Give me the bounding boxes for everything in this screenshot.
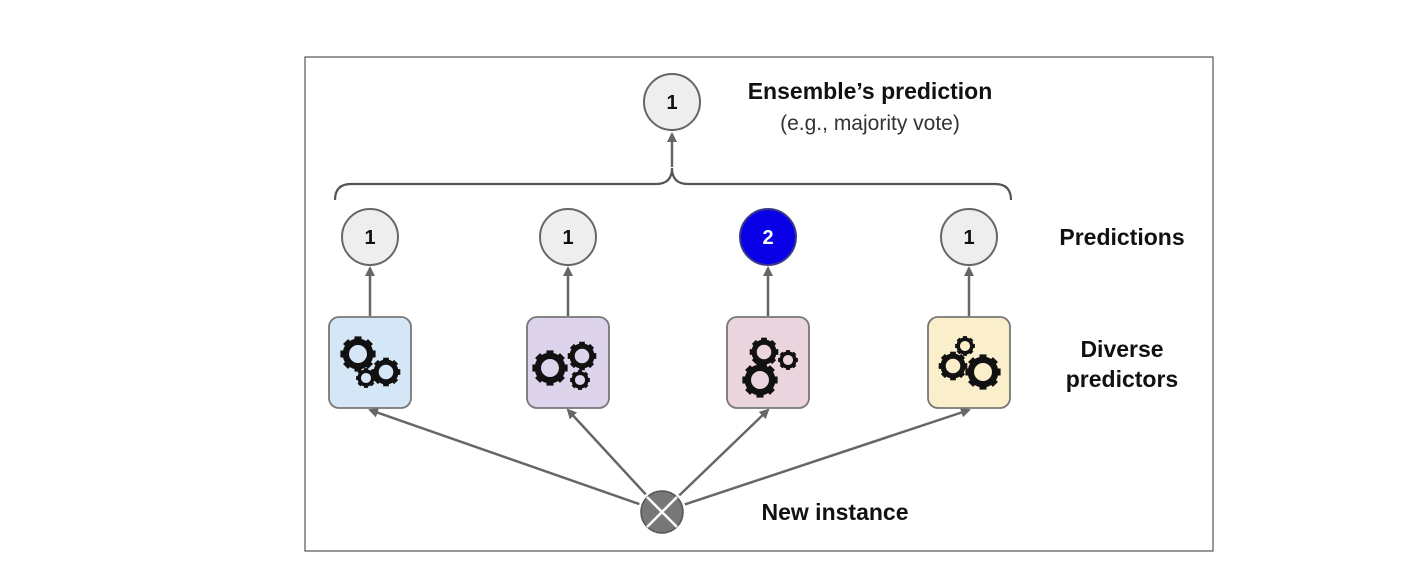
ensemble-prediction-value: 1 (666, 92, 677, 114)
ensemble-prediction-subtitle: (e.g., majority vote) (780, 112, 960, 135)
predictor-column-1: 1 (328, 208, 640, 506)
predictor-column-4: 1 (684, 208, 1011, 506)
new-instance-node (640, 490, 684, 534)
prediction-value-2: 1 (562, 227, 573, 249)
input-arrow-1 (368, 407, 640, 506)
crossed-circle-icon-stroke-b (646, 496, 678, 528)
new-instance-label: New instance (762, 499, 909, 525)
prediction-circle-3 (739, 208, 797, 266)
ensemble-prediction-circle (643, 73, 701, 131)
prediction-circle-1 (341, 208, 399, 266)
input-arrow-2 (566, 408, 647, 496)
prediction-value-4: 1 (963, 227, 974, 249)
prediction-value-1: 1 (364, 227, 375, 249)
predictor-column-2: 1 (526, 208, 647, 496)
input-arrow-3 (678, 408, 770, 497)
aggregation-brace (333, 167, 1013, 201)
prediction-circle-2 (539, 208, 597, 266)
predictions-label: Predictions (1059, 224, 1184, 250)
predictor-column-3: 2 (678, 208, 810, 497)
diagram-frame (304, 56, 1214, 552)
ensemble-prediction: 1 (643, 73, 701, 131)
diverse-predictors-label-line2: predictors (1066, 366, 1178, 392)
input-arrow-4 (684, 407, 971, 506)
predictor-columns: 1 1 2 1 (328, 208, 1011, 506)
prediction-value-3: 2 (762, 227, 773, 249)
prediction-circle-4 (940, 208, 998, 266)
ensemble-prediction-title: Ensemble’s prediction (748, 78, 993, 104)
diverse-predictors-label-line1: Diverse (1080, 336, 1163, 362)
